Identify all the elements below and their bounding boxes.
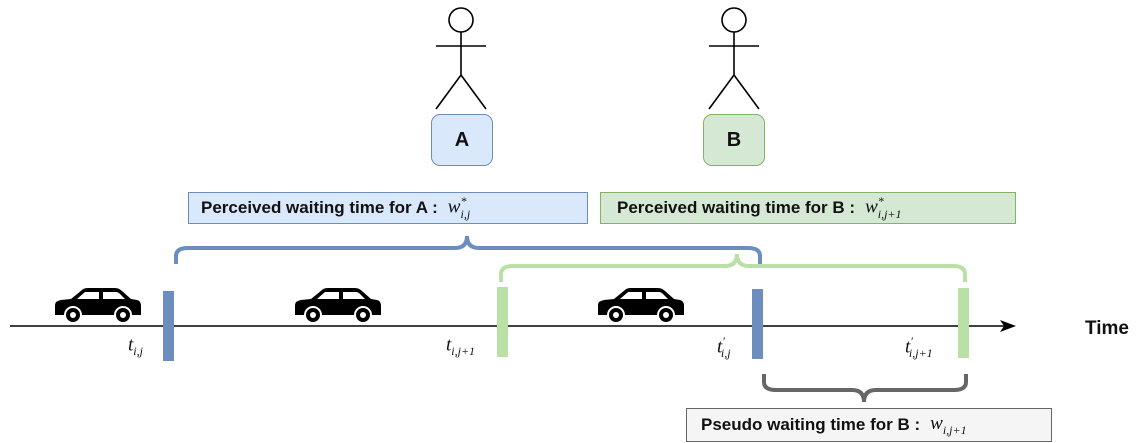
person-a-label: A (454, 128, 470, 151)
marker-tprime-i-j (752, 289, 763, 359)
perceived-waiting-a-var: w*i,j (447, 194, 471, 221)
time-axis-arrow (1000, 320, 1016, 332)
time-label-t-i-j1: ti,j+1 (446, 334, 476, 359)
person-a-icon (435, 7, 487, 110)
pseudo-waiting-b-box: Pseudo waiting time for B : wi,j+1 (686, 408, 1052, 442)
brace-perceived-a (174, 235, 762, 264)
person-b-icon (708, 7, 760, 110)
pseudo-waiting-b-text: Pseudo waiting time for B : (701, 415, 921, 434)
pseudo-waiting-b-var: wi,j+1 (930, 412, 967, 437)
marker-tprime-i-j1 (958, 288, 969, 358)
marker-t-i-j1 (497, 287, 508, 357)
marker-t-i-j (163, 291, 174, 361)
person-a-box: A (431, 114, 493, 166)
perceived-waiting-b-text: Perceived waiting time for B : (617, 198, 856, 217)
time-axis-label: Time (1085, 318, 1130, 339)
perceived-waiting-b-box: Perceived waiting time for B : w*i,j+1 (600, 192, 1016, 224)
brace-perceived-b (499, 253, 967, 282)
person-b-label: B (726, 128, 742, 151)
time-label-tprime-i-j1: t′i,j+1 (905, 334, 933, 361)
perceived-waiting-a-box: Perceived waiting time for A : w*i,j (188, 192, 588, 224)
perceived-waiting-b-var: w*i,j+1 (865, 194, 902, 221)
brace-pseudo-b (762, 374, 968, 403)
time-label-tprime-i-j: t′i,j (717, 334, 731, 361)
time-label-t-i-j: ti,j (128, 334, 143, 359)
car-icon (597, 287, 685, 324)
perceived-waiting-a-text: Perceived waiting time for A : (201, 198, 438, 217)
car-icon (294, 287, 382, 324)
person-b-box: B (703, 114, 765, 166)
car-icon (54, 287, 142, 324)
